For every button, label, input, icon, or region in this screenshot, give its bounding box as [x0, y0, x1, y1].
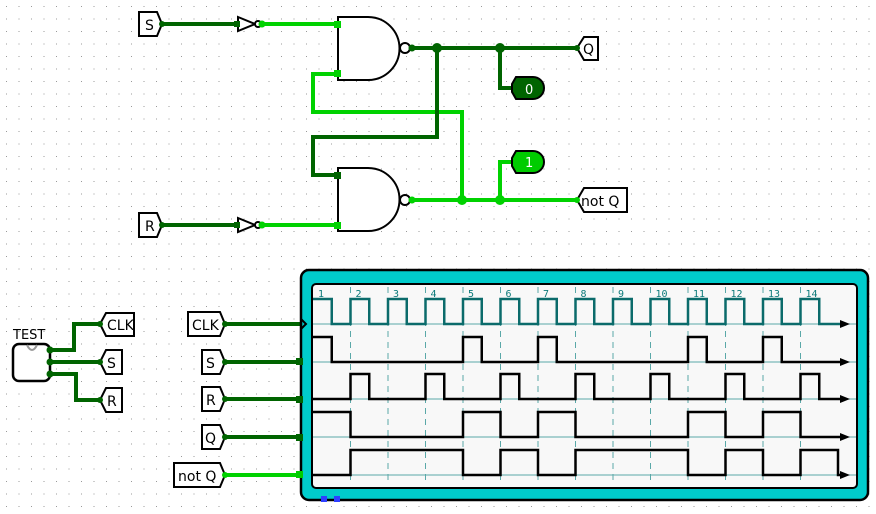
cycle-tick-label: 4 — [431, 289, 437, 300]
trace-s — [313, 335, 842, 364]
test-pin-clk[interactable]: CLK — [97, 312, 135, 337]
chrono-pin-q[interactable]: Q — [201, 424, 228, 450]
sr-latch: S R — [138, 11, 628, 238]
cycle-tick-label: 11 — [693, 289, 705, 300]
trace-arrow-icon — [840, 320, 850, 328]
cycle-tick-label: 7 — [543, 289, 549, 300]
trace-arrow-icon — [840, 433, 850, 441]
junction-q-probe — [495, 43, 505, 53]
test-block-title: TEST — [12, 328, 45, 343]
chrono-pin-notq-label: not Q — [178, 469, 216, 485]
port-r — [296, 396, 303, 403]
chronogram-inputs: CLK S R Q not Q — [173, 311, 300, 488]
chrono-pin-q-label: Q — [205, 431, 216, 447]
trace-arrow-icon — [840, 471, 850, 479]
wire-q-probe — [498, 48, 512, 90]
junction-q — [432, 43, 442, 53]
trace-q — [313, 410, 842, 439]
chrono-pin-s-label: S — [206, 356, 215, 372]
not-gate-r[interactable] — [234, 216, 266, 234]
input-pin-r[interactable]: R — [138, 212, 165, 238]
junction-notq — [457, 195, 467, 205]
chrono-pin-r[interactable]: R — [201, 386, 228, 412]
test-block[interactable]: TEST CLK S R — [11, 312, 135, 413]
cycle-tick-label: 8 — [581, 289, 587, 300]
chronogram-plot-area — [311, 283, 858, 489]
chrono-pin-r-label: R — [206, 393, 216, 409]
chrono-pin-clk-label: CLK — [192, 318, 220, 334]
test-pin-r-label: R — [107, 394, 117, 410]
trace-not-q — [313, 448, 842, 477]
wire-test-clk — [50, 322, 100, 352]
probe-q: 0 — [511, 76, 545, 100]
junction-notq-probe — [495, 195, 505, 205]
input-pin-s[interactable]: S — [138, 11, 165, 37]
chrono-pin-notq[interactable]: not Q — [173, 462, 228, 488]
output-pin-q[interactable]: Q — [574, 36, 599, 61]
cycle-tick-label: 5 — [468, 289, 474, 300]
selection-handle[interactable] — [321, 496, 327, 502]
chrono-pin-s[interactable]: S — [201, 349, 228, 375]
trace-arrow-icon — [840, 395, 850, 403]
trace-arrow-icon — [840, 358, 850, 366]
cycle-tick-label: 2 — [356, 289, 362, 300]
chronogram-traces — [313, 297, 850, 479]
wire-feedback-q — [311, 48, 439, 177]
probe-notq-value: 1 — [525, 156, 533, 171]
probe-notq: 1 — [511, 150, 545, 174]
trace-r — [313, 372, 842, 401]
clock-port-icon — [300, 318, 308, 330]
wire-notq-probe — [498, 160, 512, 200]
cycle-tick-label: 1 — [318, 289, 324, 300]
cycle-tick-label: 9 — [618, 289, 624, 300]
wire-feedback-notq — [311, 72, 464, 200]
test-pin-clk-label: CLK — [107, 318, 135, 334]
trace-clk — [313, 297, 842, 326]
port-s — [296, 358, 303, 365]
port-q — [296, 434, 303, 441]
test-pin-s[interactable]: S — [97, 349, 123, 375]
selection-handle[interactable] — [334, 496, 340, 502]
wire-test-r — [50, 372, 100, 402]
cycle-tick-label: 14 — [806, 289, 818, 300]
input-pin-r-label: R — [145, 219, 155, 235]
output-pin-q-label: Q — [583, 42, 594, 58]
not-gate-s[interactable] — [234, 15, 266, 33]
chrono-pin-clk[interactable]: CLK — [187, 311, 228, 337]
cycle-tick-label: 6 — [506, 289, 512, 300]
cycle-tick-label: 10 — [656, 289, 668, 300]
input-pin-s-label: S — [145, 18, 154, 34]
nand-gate-lower[interactable] — [334, 167, 416, 232]
port-notq — [296, 471, 303, 478]
test-pin-r[interactable]: R — [97, 387, 123, 413]
test-pin-s-label: S — [107, 356, 116, 372]
nand-gate-upper[interactable] — [334, 16, 416, 81]
output-pin-notq-label: not Q — [581, 194, 619, 210]
output-pin-notq[interactable]: not Q — [574, 187, 628, 213]
probe-q-value: 0 — [525, 83, 533, 98]
cycle-tick-label: 13 — [768, 289, 780, 300]
cycle-tick-label: 12 — [731, 289, 743, 300]
cycle-tick-label: 3 — [393, 289, 399, 300]
